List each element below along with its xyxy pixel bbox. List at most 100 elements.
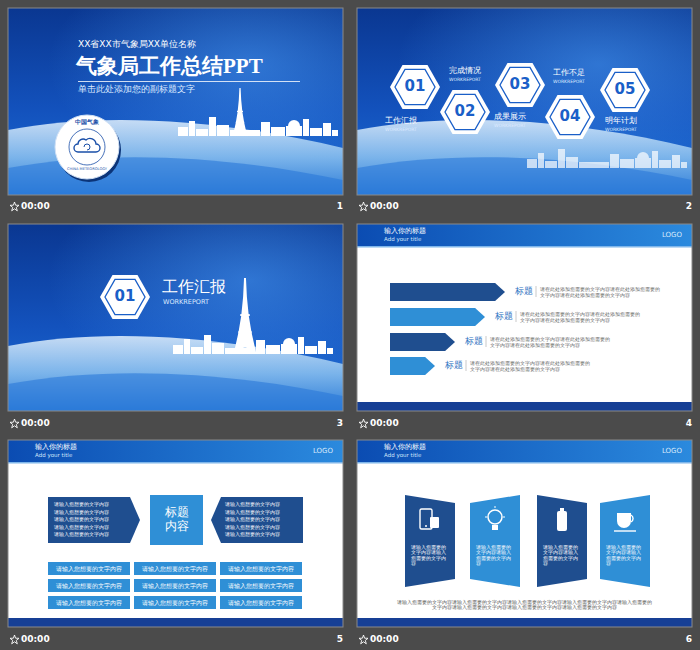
section-number: 02: [440, 102, 490, 120]
section-subtitle: WORKREPORT: [385, 127, 431, 132]
slide-number: 5: [303, 634, 343, 645]
slide-title: 输入你的标题: [384, 227, 534, 235]
list-line: 请输入您想要的文字内容: [225, 524, 299, 530]
subtitle: 单击此处添加您的副标题文字: [78, 84, 308, 94]
org-name: XX省XX市气象局XX单位名称: [78, 39, 308, 50]
bar-text: 请输入您想要的文字内容: [220, 599, 302, 606]
icon-panel: 请输入您需要的文字内容请输入您需要的文字内容: [600, 495, 650, 587]
slide-title: 输入你的标题: [35, 443, 185, 451]
title-arrow: 标题请在此处添加您需要的文字内容请在此处添加您需要的文字内容请在此处添加您需要的…: [390, 308, 485, 326]
title-arrow: 标题请在此处添加您需要的文字内容请在此处添加您需要的文字内容请在此处添加您需要的…: [390, 333, 455, 351]
list-line: 请输入您想要的文字内容: [225, 516, 299, 522]
item-title: 标题: [465, 336, 493, 346]
bar-text: 请输入您想要的文字内容: [134, 582, 216, 589]
item-body: 请在此处添加您需要的文字内容请在此处添加您需要的文字内容请在此处添加您需要的文字…: [490, 336, 612, 348]
text-bar: 请输入您想要的文字内容: [134, 562, 216, 575]
text-bar: 请输入您想要的文字内容: [220, 596, 302, 609]
bar-text: 请输入您想要的文字内容: [134, 599, 216, 606]
title-arrow: 标题请在此处添加您需要的文字内容请在此处添加您需要的文字内容请在此处添加您需要的…: [390, 357, 435, 375]
text-bar: 请输入您想要的文字内容: [48, 579, 130, 592]
logo-text: 中国气象: [54, 118, 120, 125]
slide-number: 3: [303, 418, 343, 429]
timer-text: 00:00: [21, 201, 61, 212]
contents-slide: 01工作汇报WORKREPORT02完成情况WORKREPORT03成果展示WO…: [357, 8, 692, 195]
list-line: 请输入您想要的文字内容: [225, 531, 299, 537]
list-line: 请输入您想要的文字内容: [54, 501, 128, 507]
text-bar: 请输入您想要的文字内容: [134, 579, 216, 592]
section-subtitle: WORKREPORT: [494, 123, 540, 128]
bar-text: 请输入您想要的文字内容: [48, 565, 130, 572]
panel-text: 请输入您需要的文字内容请输入您需要的文字内容: [476, 545, 514, 567]
timer-text: 00:00: [21, 418, 61, 429]
list-arrow-box: 请输入您想要的文字内容请输入您想要的文字内容请输入您想要的文字内容请输入您想要的…: [48, 497, 140, 543]
text-bar: 请输入您想要的文字内容: [48, 562, 130, 575]
slantB-shape: [600, 495, 650, 587]
timer-text: 00:00: [370, 634, 410, 645]
item-body: 请在此处添加您需要的文字内容请在此处添加您需要的文字内容请在此处添加您需要的文字…: [520, 311, 642, 323]
slide-number: 2: [652, 201, 692, 212]
section-title: 明年计划: [605, 116, 651, 126]
list-line: 请输入您想要的文字内容: [54, 524, 128, 530]
panel-text: 请输入您需要的文字内容请输入您需要的文字内容: [606, 545, 644, 567]
center-title-box: 标题 内容: [150, 495, 203, 545]
section-hexagon: 01工作汇报WORKREPORT: [390, 65, 440, 109]
list-line: 请输入您想要的文字内容: [225, 501, 299, 507]
text-bar: 请输入您想要的文字内容: [220, 562, 302, 575]
section-number: 03: [495, 75, 545, 93]
center-title: 标题 内容: [162, 505, 192, 534]
slide-subtitle: Add your title: [384, 452, 534, 459]
title-arrow: 标题请在此处添加您需要的文字内容请在此处添加您需要的文字内容请在此处添加您需要的…: [390, 283, 505, 301]
section-title: 工作汇报: [385, 116, 431, 126]
timer-text: 00:00: [21, 634, 61, 645]
item-title: 标题: [495, 311, 523, 321]
arrowR-shape: [390, 308, 485, 326]
slide-subtitle: Add your title: [35, 452, 185, 459]
section-subtitle: WORKREPORT: [449, 77, 495, 82]
list-line: 请输入您想要的文字内容: [54, 509, 128, 515]
slide-title: 输入你的标题: [384, 443, 534, 451]
bar-text: 请输入您想要的文字内容: [220, 565, 302, 572]
footnote-text: 请输入您需要的文字内容请输入您需要的文字内容请输入您需要的文字内容请输入您需要的…: [397, 600, 652, 611]
section-hexagon: 02完成情况WORKREPORT: [440, 90, 490, 134]
timer-text: 00:00: [370, 201, 410, 212]
text-bar: 请输入您想要的文字内容: [134, 596, 216, 609]
section-number: 05: [600, 80, 650, 98]
section-subtitle: WORKREPORT: [553, 79, 599, 84]
logo-placeholder: LOGO: [602, 231, 682, 239]
bar-text: 请输入您想要的文字内容: [48, 582, 130, 589]
section-hexagon: 05明年计划WORKREPORT: [600, 68, 650, 112]
title-slide: XX省XX市气象局XX单位名称气象局工作总结PPT单击此处添加您的副标题文字中国…: [8, 8, 343, 195]
section-number: 01: [100, 287, 150, 305]
logo-placeholder: LOGO: [253, 447, 333, 455]
section-title: 工作不足: [553, 68, 599, 78]
section-title: 成果展示: [494, 112, 540, 122]
arrowR-shape: [390, 283, 505, 301]
icon-panel: 请输入您需要的文字内容请输入您需要的文字内容: [537, 495, 587, 587]
panel-text: 请输入您需要的文字内容请输入您需要的文字内容: [543, 545, 581, 567]
list-line: 请输入您想要的文字内容: [54, 516, 128, 522]
logo-text: CHINA METEOROLOGY: [54, 167, 120, 171]
text-bar: 请输入您想要的文字内容: [48, 596, 130, 609]
content-slide: 输入你的标题Add your titleLOGO请输入您想要的文字内容请输入您想…: [8, 440, 343, 627]
slantA-shape: [537, 495, 587, 587]
icon-panel: 请输入您需要的文字内容请输入您需要的文字内容: [405, 495, 455, 587]
bar-text: 请输入您想要的文字内容: [48, 599, 130, 606]
slide-number: 6: [652, 634, 692, 645]
section-number: 04: [545, 107, 595, 125]
slide-number: 1: [303, 201, 343, 212]
section-number: 01: [390, 77, 440, 95]
bar-text: 请输入您想要的文字内容: [134, 565, 216, 572]
section-subtitle: WORKREPORT: [605, 127, 651, 132]
item-title: 标题: [445, 360, 473, 370]
bar-text: 请输入您想要的文字内容: [220, 582, 302, 589]
arrowR-shape: [390, 333, 455, 351]
list-line: 请输入您想要的文字内容: [225, 509, 299, 515]
item-title: 标题: [515, 286, 543, 296]
section-title: 工作汇报: [162, 277, 262, 296]
panel-text: 请输入您需要的文字内容请输入您需要的文字内容: [411, 545, 449, 567]
slantB-shape: [470, 495, 520, 587]
text-bar: 请输入您想要的文字内容: [220, 579, 302, 592]
icon-panel: 请输入您需要的文字内容请输入您需要的文字内容: [470, 495, 520, 587]
section-slide: 01工作汇报WORKREPORT: [8, 224, 343, 411]
